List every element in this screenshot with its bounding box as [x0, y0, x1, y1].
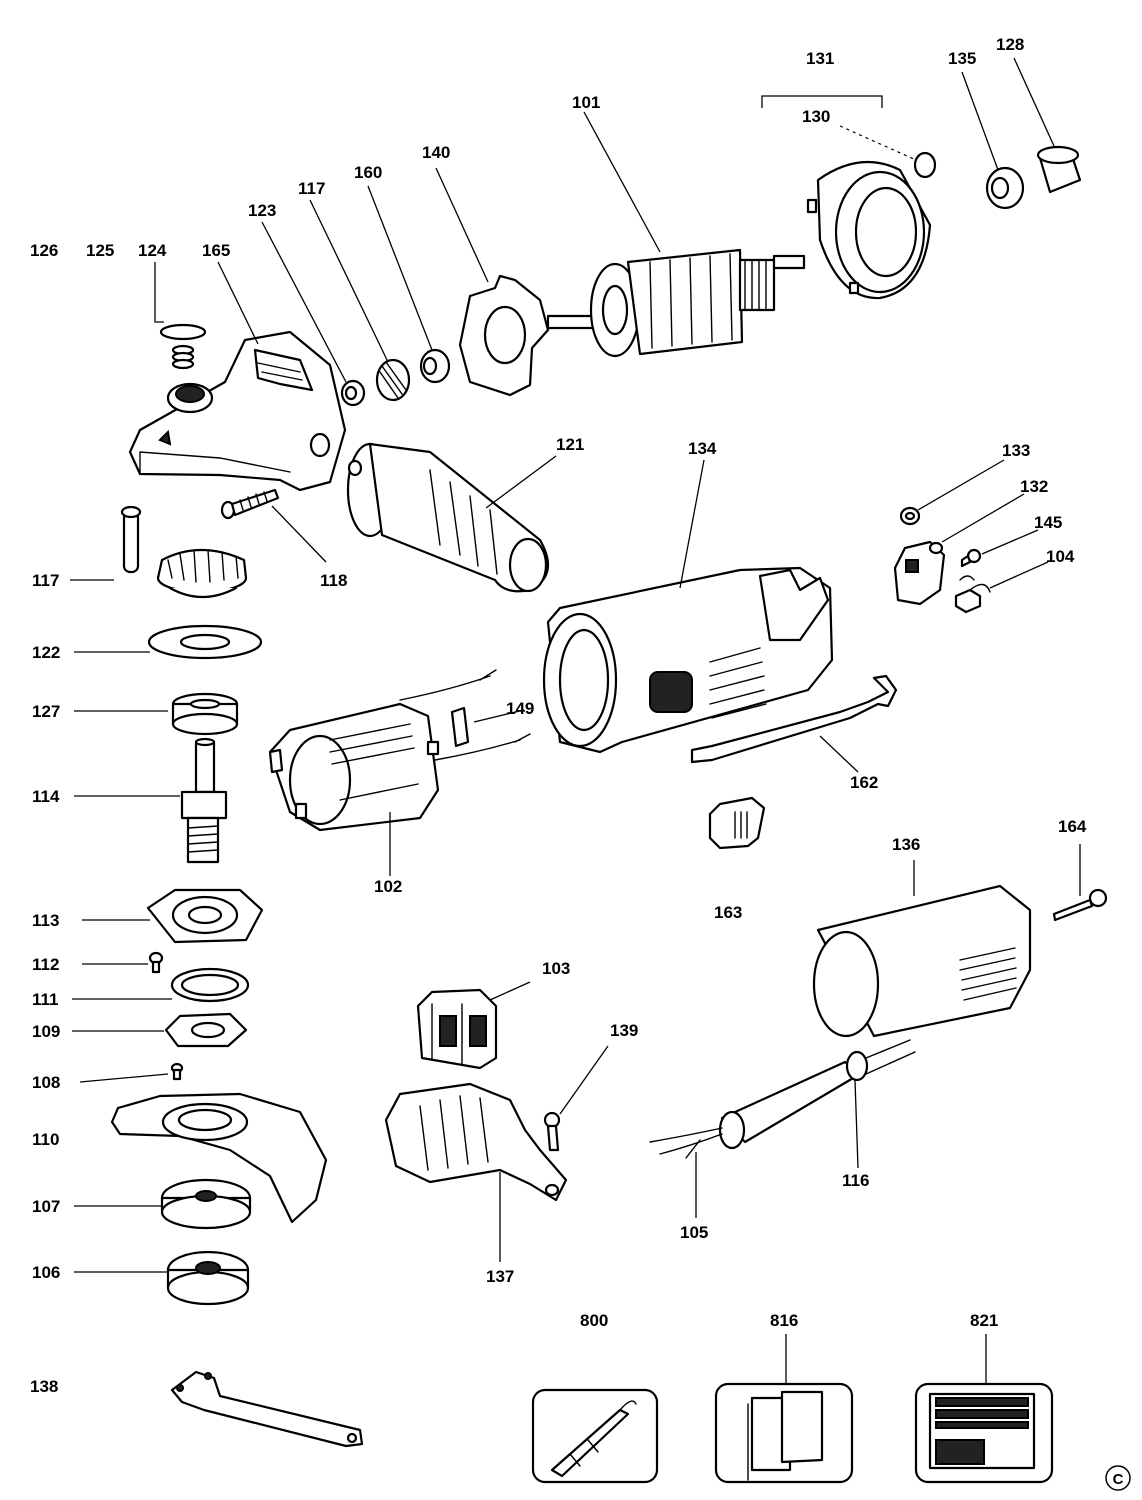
label-106: 106: [32, 1263, 60, 1282]
label-108: 108: [32, 1073, 60, 1092]
label-149: 149: [506, 699, 534, 718]
inner-flange-part: [160, 1178, 252, 1230]
label-140: 140: [422, 143, 450, 162]
bevel-gear-part: [156, 548, 248, 598]
label-145: 145: [1034, 513, 1062, 532]
label-105: 105: [680, 1223, 708, 1242]
pinion-part: [375, 358, 411, 402]
crown-gear-pin-part: [120, 505, 142, 574]
bearing-flange-part: [146, 888, 264, 944]
label-135: 135: [948, 49, 976, 68]
label-125: 125: [86, 241, 114, 260]
rear-cover-part: [812, 884, 1032, 1038]
switch-part: [416, 988, 498, 1070]
label-112: 112: [32, 955, 59, 974]
o-ring-part: [159, 323, 207, 341]
label-box-821: [914, 1382, 1054, 1484]
label-103: 103: [542, 959, 570, 978]
field-coil-part: [268, 702, 440, 832]
leader-lines: [70, 57, 1081, 1384]
label-102: 102: [374, 877, 402, 896]
fan-baffle-part: [458, 274, 550, 397]
spindle-bearing-part: [171, 692, 239, 736]
gear-bearing-part: [419, 348, 451, 384]
label-134: 134: [688, 439, 717, 458]
switch-rod-part: [690, 674, 898, 764]
bearing-housing-part: [806, 160, 932, 300]
label-137: 137: [486, 1267, 514, 1286]
label-118: 118: [320, 571, 347, 590]
part-number-labels: 101 131 130 135 128 140 160 117 123 126 …: [30, 35, 1087, 1396]
motor-housing-part: [542, 566, 834, 754]
spindle-washer-part: [147, 624, 263, 660]
label-116: 116: [842, 1171, 869, 1190]
retaining-ring-part: [170, 967, 250, 1003]
screw-part: [220, 488, 280, 520]
cable-sleeve-part: [718, 1039, 916, 1150]
copyright-letter: C: [1113, 1471, 1124, 1488]
label-104: 104: [1046, 547, 1075, 566]
label-164: 164: [1058, 817, 1087, 836]
label-133: 133: [1002, 441, 1030, 460]
label-101: 101: [572, 93, 600, 112]
label-131: 131: [806, 49, 834, 68]
label-163: 163: [714, 903, 742, 922]
copyright-mark: C: [1105, 1465, 1131, 1491]
switch-button-part: [708, 796, 766, 850]
label-126: 126: [30, 241, 58, 260]
small-screw-part: [960, 548, 982, 568]
carbon-brush-part: [954, 575, 991, 614]
spindle-part: [180, 737, 228, 864]
label-132: 132: [1020, 477, 1048, 496]
guard-clamp-part: [164, 1012, 248, 1048]
label-127: 127: [32, 702, 60, 721]
handle-screw-part: [543, 1111, 561, 1152]
label-122: 122: [32, 643, 60, 662]
label-117-left: 117: [32, 571, 59, 590]
label-113: 113: [32, 911, 59, 930]
flange-screw-part: [148, 951, 164, 974]
label-117-top: 117: [298, 179, 325, 198]
sleeve-part: [1036, 145, 1082, 194]
spring-part: [171, 344, 195, 370]
label-110: 110: [32, 1130, 59, 1149]
label-821: 821: [970, 1311, 998, 1330]
manual-box-816: [714, 1382, 854, 1484]
spanner-part: [170, 1370, 364, 1448]
service-kit-box-800: [531, 1388, 659, 1484]
side-handle-part: [346, 442, 550, 593]
label-107: 107: [32, 1197, 60, 1216]
label-816: 816: [770, 1311, 798, 1330]
ball-bearing-part: [985, 166, 1025, 210]
label-128: 128: [996, 35, 1024, 54]
terminal-part: [399, 669, 531, 761]
outer-flange-nut-part: [166, 1250, 250, 1306]
label-130: 130: [802, 107, 830, 126]
label-139: 139: [610, 1021, 638, 1040]
label-111: 111: [32, 990, 59, 1009]
nut-part: [340, 379, 366, 407]
brush-spring-part: [899, 506, 921, 526]
label-138: 138: [30, 1377, 58, 1396]
label-121: 121: [556, 435, 584, 454]
guard-screw-part: [170, 1062, 184, 1081]
brush-holder-part: [893, 540, 946, 606]
label-124: 124: [138, 241, 167, 260]
label-114: 114: [32, 787, 60, 806]
wheel-guard-part: [110, 1092, 328, 1224]
label-165: 165: [202, 241, 230, 260]
label-109: 109: [32, 1022, 60, 1041]
label-136: 136: [892, 835, 920, 854]
bushing-part: [913, 151, 937, 179]
power-cable-part: [649, 1127, 723, 1159]
label-162: 162: [850, 773, 878, 792]
gear-case-part: [128, 330, 347, 492]
cover-screw-part: [1052, 888, 1108, 922]
label-800: 800: [580, 1311, 608, 1330]
armature-part: [546, 248, 806, 358]
label-160: 160: [354, 163, 382, 182]
label-123: 123: [248, 201, 276, 220]
handle-housing-part: [384, 1082, 568, 1202]
